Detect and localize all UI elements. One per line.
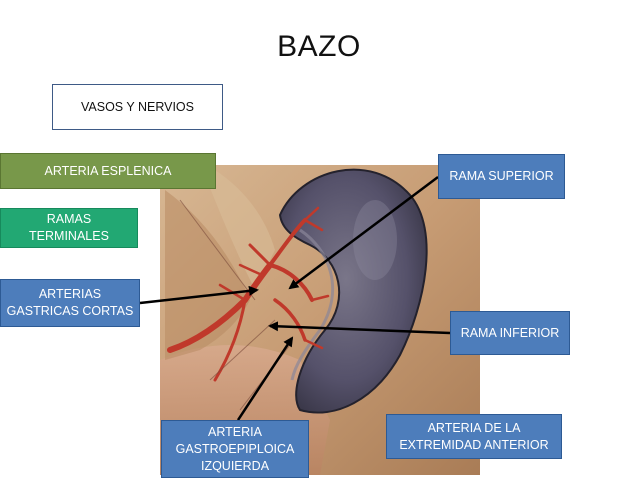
pointer-arrows bbox=[139, 176, 451, 421]
rama-superior-box: RAMA SUPERIOR bbox=[438, 154, 565, 199]
rama-inferior-box: RAMA INFERIOR bbox=[450, 311, 570, 355]
spleen-hilum bbox=[290, 228, 335, 381]
arrow-rama-inferior bbox=[268, 321, 451, 335]
arteria-gastroepiploica-box: ARTERIA GASTROEPIPLOICA IZQUIERDA bbox=[161, 420, 309, 478]
page-title: BAZO bbox=[277, 30, 361, 63]
arteria-esplenica-box: ARTERIA ESPLENICA bbox=[0, 153, 216, 189]
arterias-gastricas-cortas-box: ARTERIAS GASTRICAS CORTAS bbox=[0, 279, 140, 327]
spleen-highlight bbox=[353, 200, 397, 280]
arrow-rama-superior bbox=[288, 176, 439, 290]
arrow-gastricas-cortas bbox=[139, 285, 259, 305]
arrow-gastroepiploica bbox=[236, 336, 294, 421]
vasos-nervios-box: VASOS Y NERVIOS bbox=[52, 84, 223, 130]
ramas-terminales-box: RAMAS TERMINALES bbox=[0, 208, 138, 248]
arteria-extremidad-anterior-box: ARTERIA DE LA EXTREMIDAD ANTERIOR bbox=[386, 414, 562, 459]
tissue-fold-2 bbox=[205, 170, 275, 290]
